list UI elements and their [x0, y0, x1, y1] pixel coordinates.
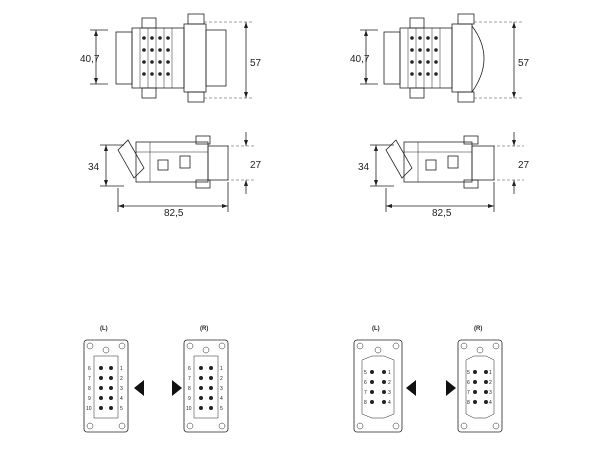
- svg-text:8: 8: [88, 386, 91, 392]
- coding-arrow-left: [406, 380, 416, 396]
- face-label: (R): [474, 326, 482, 332]
- svg-text:4: 4: [220, 396, 223, 402]
- svg-text:3: 3: [388, 390, 391, 396]
- face-view-4: (R) 1 2 3 4 5 6 7 8: [446, 326, 503, 433]
- svg-text:8: 8: [364, 400, 367, 406]
- face-view-3: (L) 1 2 3 4 5 6 7 8: [353, 326, 416, 433]
- dim-length: 82,5: [164, 208, 184, 219]
- connector-top-view-right: 40,7 57: [350, 13, 530, 103]
- dim-side-height-right: 34: [358, 162, 370, 173]
- svg-text:3: 3: [120, 386, 123, 392]
- dim-height-inner: 40,7: [80, 54, 100, 65]
- dim-length-right: 82,5: [432, 208, 452, 219]
- svg-text:1: 1: [388, 370, 391, 376]
- connector-side-view-right: 34 27 82,5: [358, 132, 530, 219]
- face-label: (L): [100, 326, 108, 332]
- svg-text:2: 2: [388, 380, 391, 386]
- svg-text:4: 4: [120, 396, 123, 402]
- svg-text:9: 9: [188, 396, 191, 402]
- svg-text:5: 5: [220, 406, 223, 412]
- coding-arrow-left: [134, 380, 144, 396]
- svg-text:6: 6: [364, 380, 367, 386]
- face-view-1: (L) 1 2 3 4 5 6 7 8 9 10: [83, 326, 144, 433]
- dim-side-height: 34: [88, 162, 100, 173]
- face-label: (R): [200, 326, 208, 332]
- svg-text:2: 2: [220, 376, 223, 382]
- coding-arrow-right: [446, 380, 456, 396]
- svg-text:9: 9: [88, 396, 91, 402]
- svg-text:2: 2: [120, 376, 123, 382]
- svg-text:1: 1: [220, 366, 223, 372]
- svg-text:3: 3: [489, 390, 492, 396]
- dim-side-inner: 27: [250, 160, 262, 171]
- svg-text:5: 5: [364, 370, 367, 376]
- svg-text:6: 6: [188, 366, 191, 372]
- svg-text:10: 10: [186, 406, 192, 412]
- svg-text:8: 8: [188, 386, 191, 392]
- svg-text:6: 6: [467, 380, 470, 386]
- svg-text:5: 5: [467, 370, 470, 376]
- dim-height-outer: 57: [250, 58, 262, 69]
- svg-text:7: 7: [88, 376, 91, 382]
- coding-arrow-right: [172, 380, 182, 396]
- dim-height-inner-right: 40,7: [350, 54, 370, 65]
- svg-text:7: 7: [467, 390, 470, 396]
- svg-text:10: 10: [86, 406, 92, 412]
- svg-text:4: 4: [388, 400, 391, 406]
- svg-text:1: 1: [120, 366, 123, 372]
- svg-text:3: 3: [220, 386, 223, 392]
- dim-height-outer-right: 57: [518, 58, 530, 69]
- svg-text:7: 7: [364, 390, 367, 396]
- svg-text:1: 1: [489, 370, 492, 376]
- face-label: (L): [372, 326, 380, 332]
- connector-side-view-left: 34 27 82,5: [88, 132, 262, 219]
- svg-text:2: 2: [489, 380, 492, 386]
- svg-text:7: 7: [188, 376, 191, 382]
- dim-side-inner-right: 27: [518, 160, 530, 171]
- svg-text:8: 8: [467, 400, 470, 406]
- connector-top-view-left: 40,7 57: [80, 13, 262, 103]
- face-view-2: (R) 1 2 3 4 5 6 7 8 9 10: [172, 326, 229, 433]
- svg-text:6: 6: [88, 366, 91, 372]
- svg-text:5: 5: [120, 406, 123, 412]
- svg-text:4: 4: [489, 400, 492, 406]
